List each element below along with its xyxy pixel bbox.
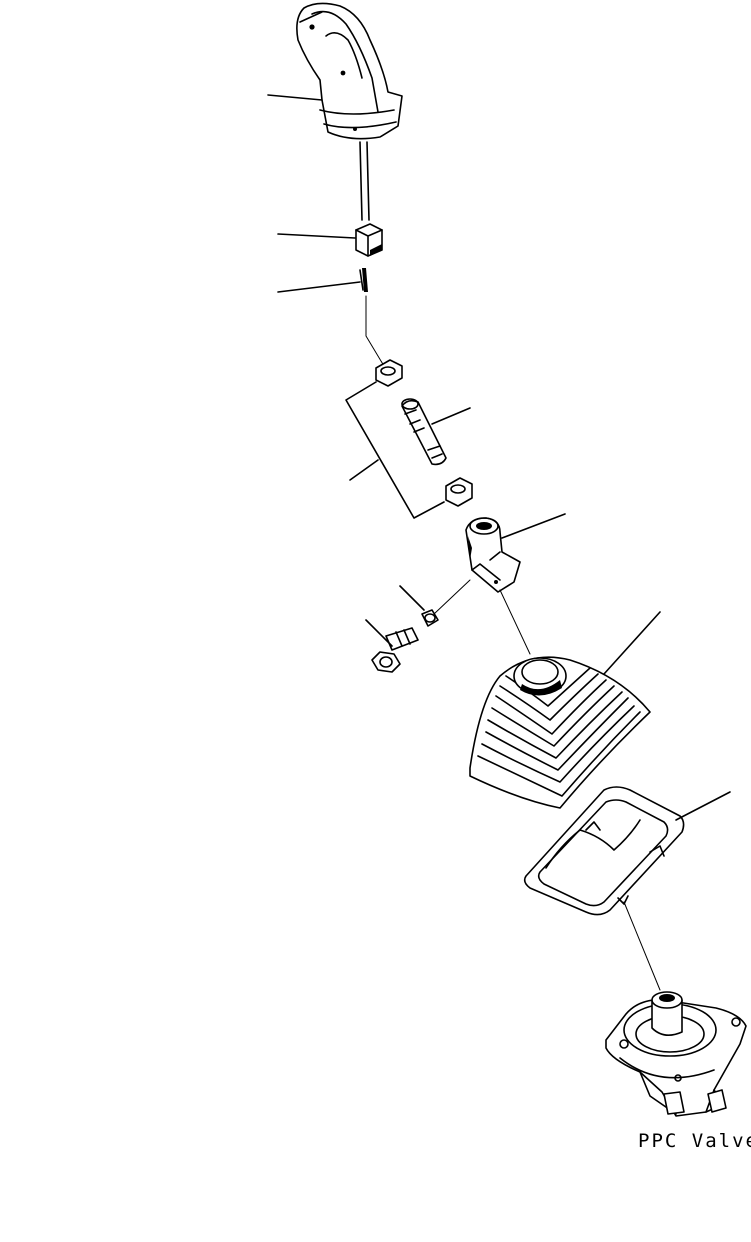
lever-grip xyxy=(296,2,403,140)
rubber-boot xyxy=(469,656,651,809)
stud-bolt xyxy=(401,398,447,466)
nut-upper xyxy=(375,359,403,387)
leader-plate xyxy=(675,791,731,821)
centerline-valve xyxy=(623,901,661,991)
leader-washer xyxy=(399,585,425,611)
leader-bolt xyxy=(365,619,393,647)
clip xyxy=(359,268,368,292)
leader-group xyxy=(349,459,379,481)
centerline-boot xyxy=(499,589,531,655)
leader-bracket xyxy=(501,513,566,539)
ppc-valve xyxy=(605,991,747,1117)
leader-boot xyxy=(603,611,661,675)
leader-stud xyxy=(431,407,471,425)
lever-bracket xyxy=(465,517,521,593)
lever-wire xyxy=(359,141,370,221)
connector xyxy=(355,223,383,257)
boot-plate xyxy=(523,786,685,916)
nut-lower xyxy=(445,477,473,507)
leader-grip xyxy=(267,94,323,101)
leader-connector xyxy=(277,233,356,239)
ppc-valve-label: PPC Valve xyxy=(638,1130,751,1152)
group-bracket xyxy=(345,381,445,519)
leader-clip xyxy=(277,281,361,293)
bolt xyxy=(371,627,419,673)
spring-washer xyxy=(421,609,439,627)
centerline-bolt xyxy=(433,579,471,615)
